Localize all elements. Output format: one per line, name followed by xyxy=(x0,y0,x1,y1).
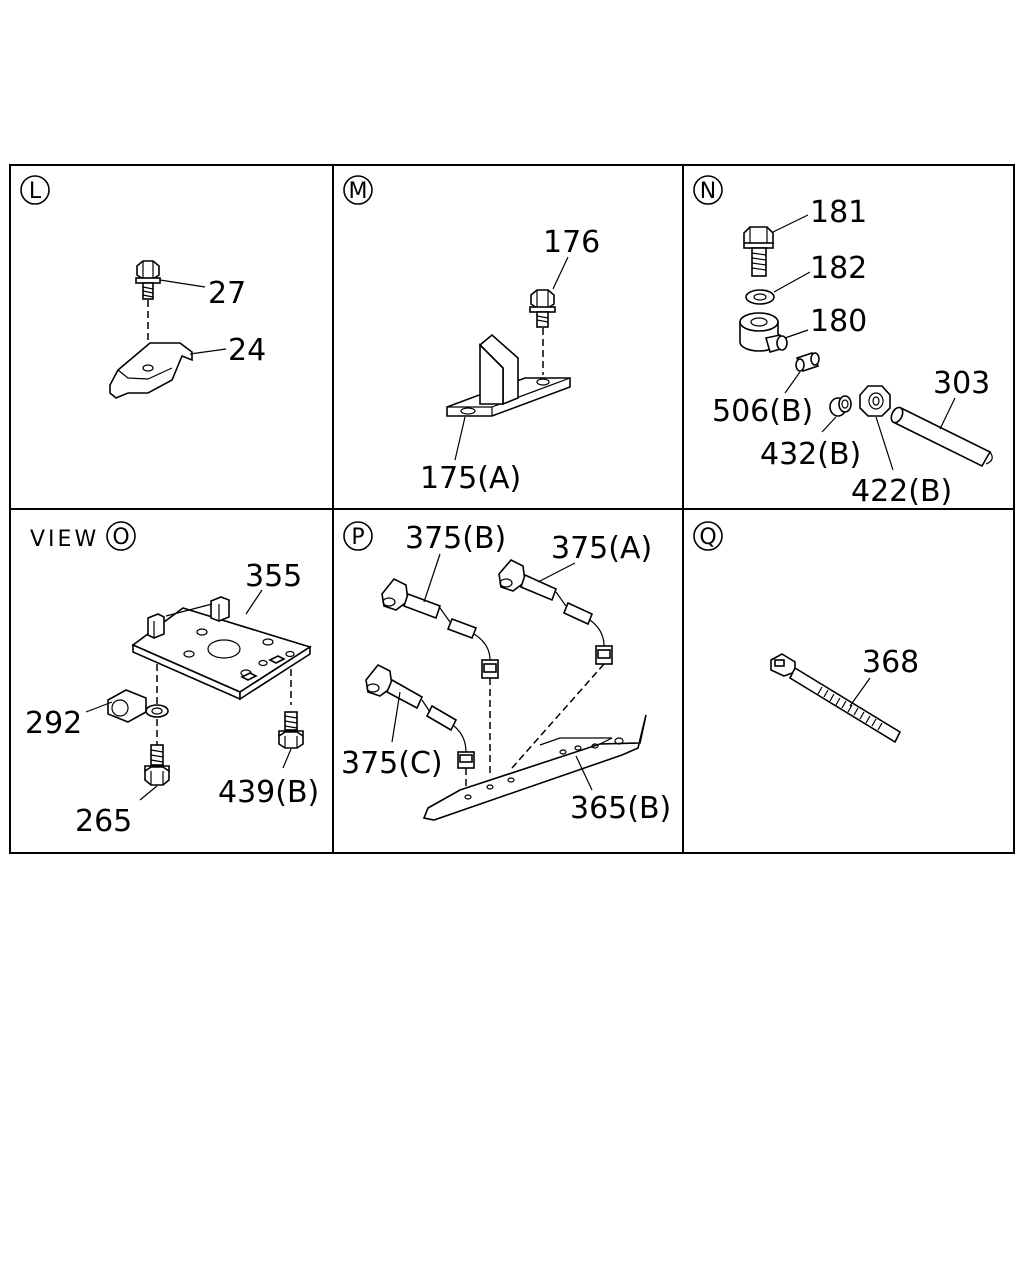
svg-text:N: N xyxy=(700,179,716,204)
part-label-176: 176 xyxy=(543,225,600,260)
wire-harness-icon xyxy=(381,577,499,679)
bracket-icon xyxy=(446,333,571,417)
wire-harness-icon xyxy=(365,663,475,769)
panel-n-marker: N xyxy=(693,175,723,205)
part-label-365b: 365(B) xyxy=(570,791,671,826)
eye-bolt-icon xyxy=(743,226,774,277)
sleeve-icon xyxy=(795,352,820,372)
clip-icon xyxy=(107,689,169,723)
panel-l-marker: L xyxy=(20,175,50,205)
panel-o: VIEW O xyxy=(25,521,319,839)
part-label-181: 181 xyxy=(810,195,867,230)
part-label-439b: 439(B) xyxy=(218,775,319,810)
part-label-182: 182 xyxy=(810,251,867,286)
part-label-180: 180 xyxy=(810,304,867,339)
part-label-432b: 432(B) xyxy=(760,437,861,472)
part-label-175a: 175(A) xyxy=(420,461,521,496)
panel-q: Q 368 xyxy=(693,521,919,744)
part-label-265: 265 xyxy=(75,804,132,839)
part-label-27: 27 xyxy=(208,276,246,311)
bolt-icon xyxy=(144,744,170,786)
bolt-icon xyxy=(278,711,304,749)
part-label-422b: 422(B) xyxy=(851,474,952,509)
clip-icon xyxy=(109,342,193,399)
leader-line xyxy=(849,677,871,707)
leader-lines xyxy=(454,256,569,461)
leader-lines xyxy=(159,279,227,355)
panel-grid xyxy=(9,164,1015,854)
svg-text:Q: Q xyxy=(699,525,716,550)
panel-p-marker: P xyxy=(343,521,373,551)
washer-icon xyxy=(745,289,775,305)
mounting-plate-icon xyxy=(131,596,312,701)
part-label-375b: 375(B) xyxy=(405,521,506,556)
ferrule-icon xyxy=(829,395,852,417)
part-label-375c: 375(C) xyxy=(341,746,443,781)
part-label-303: 303 xyxy=(933,366,990,401)
leader-lines xyxy=(85,589,292,801)
panel-m: M 176 175(A) xyxy=(343,175,600,496)
svg-text:L: L xyxy=(29,179,42,204)
leader-lines xyxy=(772,214,956,471)
pipe-icon xyxy=(890,406,993,468)
leader-lines xyxy=(391,553,593,791)
part-label-506b: 506(B) xyxy=(712,394,813,429)
svg-text:M: M xyxy=(349,179,368,204)
wire-harness-icon xyxy=(498,559,613,665)
panel-q-marker: Q xyxy=(693,521,723,551)
svg-text:O: O xyxy=(112,525,129,550)
dashed-guides xyxy=(465,663,605,792)
cable-tie-icon xyxy=(770,653,902,744)
part-label-368: 368 xyxy=(862,645,919,680)
nut-icon xyxy=(859,385,891,417)
bolt-icon xyxy=(135,260,161,300)
wire-bracket-icon xyxy=(422,714,647,821)
part-label-292: 292 xyxy=(25,706,82,741)
part-label-24: 24 xyxy=(228,333,266,368)
panel-p: P xyxy=(341,521,671,826)
panel-o-marker: O xyxy=(106,521,136,551)
bolt-icon xyxy=(529,289,556,328)
svg-text:P: P xyxy=(351,525,364,550)
panel-n: N xyxy=(693,175,993,509)
panel-l: L 27 24 xyxy=(20,175,266,399)
part-label-375a: 375(A) xyxy=(551,531,652,566)
part-label-355: 355 xyxy=(245,559,302,594)
panel-m-marker: M xyxy=(343,175,373,205)
eye-fitting-icon xyxy=(739,312,788,353)
view-caption: VIEW xyxy=(30,527,99,552)
